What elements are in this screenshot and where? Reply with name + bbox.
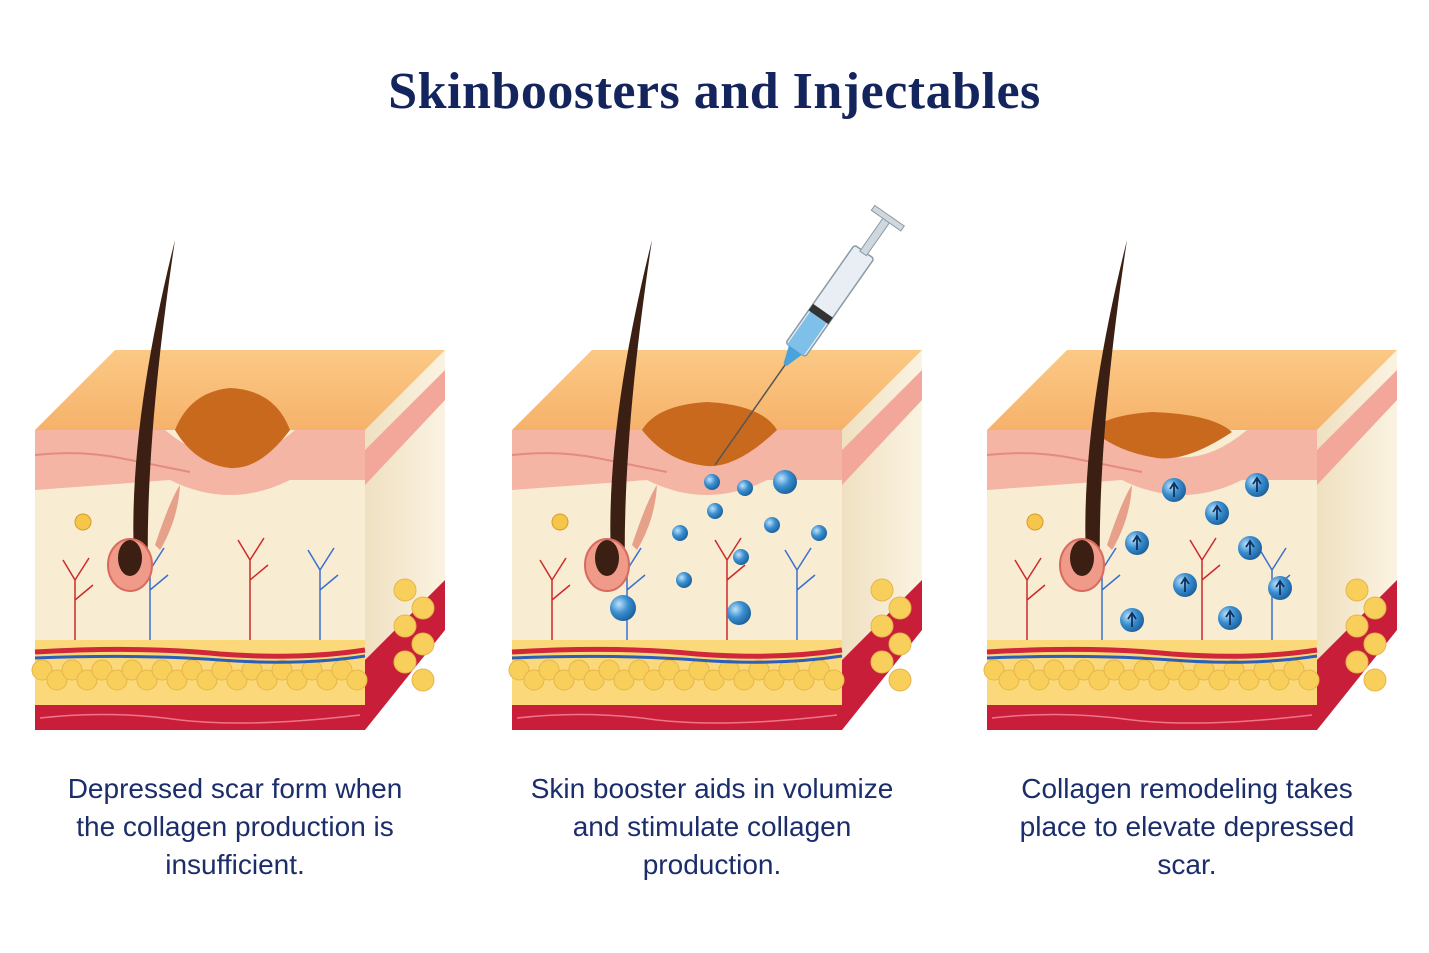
capillary: [62, 557, 94, 640]
syringe-hub: [783, 345, 803, 366]
capillary: [307, 547, 339, 640]
panel-depressed-scar: Depressed scar form when the collagen pr…: [20, 200, 450, 920]
caption-depressed-scar: Depressed scar form when the collagen pr…: [20, 770, 450, 884]
up-arrow-icon: [1127, 611, 1137, 627]
capillary: [784, 547, 816, 640]
capillary: [1014, 557, 1046, 640]
scar-depression: [1092, 412, 1232, 459]
booster-bubble-icon: [672, 525, 688, 541]
scar-depression: [175, 388, 290, 469]
booster-bubble-icon: [707, 503, 723, 519]
skin-cross-section-illustration: [31, 240, 445, 730]
arrector-muscle: [1107, 485, 1132, 550]
up-arrow-icon: [1252, 476, 1262, 492]
caption-line: scar.: [1157, 849, 1217, 880]
syringe-icon: [714, 204, 905, 466]
epidermis-layer: [512, 430, 842, 495]
hair-follicle-icon: [133, 240, 175, 575]
caption-line: the collagen production is: [76, 811, 394, 842]
sebaceous-gland: [1026, 513, 1044, 531]
muscle-layer: [987, 705, 1317, 730]
capillary: [237, 537, 269, 640]
epidermis-side: [842, 370, 922, 485]
hair-follicle-icon: [1085, 240, 1127, 575]
up-arrow-icon: [1180, 576, 1190, 592]
panel-skin-booster-injection: Skin booster aids in volumize and stimul…: [497, 200, 927, 920]
caption-skin-booster: Skin booster aids in volumize and stimul…: [497, 770, 927, 884]
syringe-plunger: [859, 215, 892, 257]
syringe-plunger-seal: [808, 303, 833, 325]
caption-line: Depressed scar form when: [67, 773, 403, 804]
booster-bubble-icon: [704, 474, 720, 490]
artery: [986, 646, 1318, 659]
caption-line: place to elevate depressed: [1019, 811, 1355, 842]
caption-collagen-remodeling: Collagen remodeling takes place to eleva…: [972, 770, 1402, 884]
up-arrow-icon: [1132, 534, 1142, 550]
skin-top-surface: [987, 350, 1397, 430]
caption-line: insufficient.: [165, 849, 305, 880]
booster-bubble-icon: [737, 480, 753, 496]
up-arrow-icon: [1225, 609, 1235, 625]
arrector-muscle: [155, 485, 180, 550]
up-arrow-icon: [1275, 579, 1285, 595]
syringe-fluid: [787, 311, 827, 356]
sebaceous-gland: [551, 513, 569, 531]
caption-line: production.: [642, 849, 782, 880]
skin-top-surface: [512, 350, 922, 430]
up-arrow-icon: [1212, 504, 1222, 520]
booster-bubble-icon: [773, 470, 797, 494]
caption-line: Skin booster aids in volumize: [530, 773, 894, 804]
artery: [511, 646, 843, 659]
booster-bubble-icon: [676, 572, 692, 588]
hair-follicle-icon: [610, 240, 652, 575]
capillary: [1189, 537, 1221, 640]
page-title: Skinboosters and Injectables: [388, 63, 1041, 120]
artery: [34, 646, 366, 659]
muscle-layer: [512, 705, 842, 730]
up-arrow-icon: [1245, 539, 1255, 555]
panel-collagen-remodeling: Collagen remodeling takes place to eleva…: [972, 200, 1402, 920]
skin-cross-section-illustration: [983, 240, 1397, 730]
capillary: [714, 537, 746, 640]
epidermis-layer: [987, 430, 1317, 495]
skin-cross-section-illustration: [508, 204, 922, 730]
caption-line: and stimulate collagen: [572, 811, 852, 842]
capillary: [539, 557, 571, 640]
booster-bubble-icon: [764, 517, 780, 533]
booster-bubble-icon: [811, 525, 827, 541]
booster-bubble-icon: [733, 549, 749, 565]
sebaceous-gland: [74, 513, 92, 531]
booster-bubble-icon: [727, 601, 751, 625]
epidermis-side: [365, 370, 445, 485]
epidermis-side: [1317, 370, 1397, 485]
muscle-layer: [35, 705, 365, 730]
vein: [986, 654, 1318, 664]
up-arrow-icon: [1169, 481, 1179, 497]
booster-bubble-icon: [610, 595, 636, 621]
epidermis-layer: [35, 430, 365, 495]
caption-line: Collagen remodeling takes: [1021, 773, 1353, 804]
vein: [34, 654, 366, 664]
vein: [511, 654, 843, 664]
arrector-muscle: [632, 485, 657, 550]
syringe-needle: [714, 364, 786, 466]
scar-depression: [642, 402, 777, 467]
